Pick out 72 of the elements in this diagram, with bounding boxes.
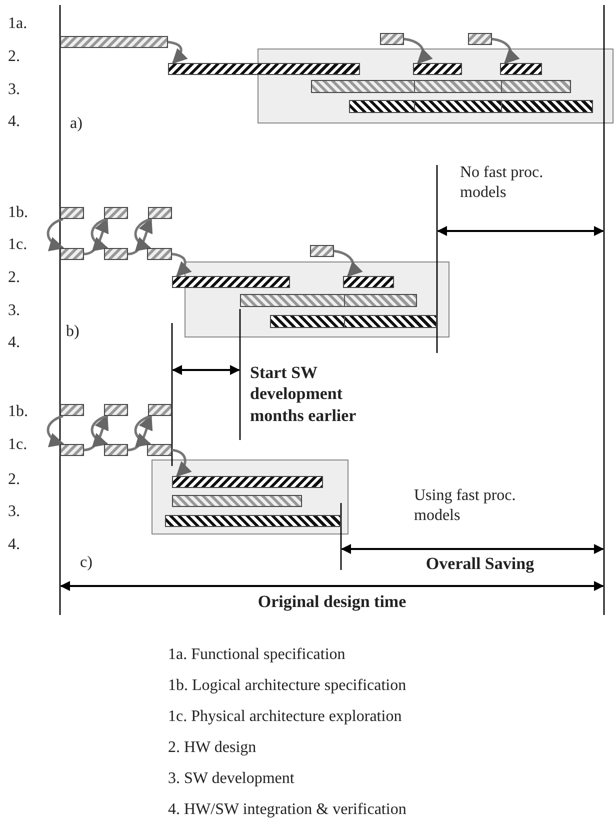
row-label: 3. (8, 502, 20, 522)
curved-arrow (84, 218, 110, 256)
task-bar (104, 248, 128, 260)
curved-arrow (334, 250, 362, 278)
task-bar (60, 36, 168, 48)
task-bar (60, 404, 84, 416)
task-bar (148, 207, 172, 219)
task-bar (60, 248, 84, 260)
panel-label: c) (80, 553, 92, 573)
legend-text: 1a. Functional specification (168, 645, 346, 665)
task-bar (104, 444, 128, 456)
panel-label: b) (66, 322, 80, 342)
task-bar (311, 80, 571, 93)
row-label: 1c. (8, 435, 28, 455)
annotation-text: No fast proc. models (460, 163, 544, 203)
annotation-text: Overall Saving (424, 553, 536, 574)
legend-text: 3. SW development (168, 769, 294, 789)
legend-text: 4. HW/SW integration & verification (168, 800, 406, 820)
panel-label: a) (70, 114, 82, 134)
annotation-text: Using fast proc. models (414, 486, 517, 526)
annotation-text: Start SW development months earlier (250, 362, 358, 426)
curved-arrow (90, 218, 108, 250)
curved-arrow (46, 414, 64, 446)
row-label: 3. (8, 80, 20, 100)
curved-arrow (172, 252, 192, 278)
curved-arrow (134, 218, 152, 250)
task-bar (349, 100, 593, 113)
task-bar (172, 476, 323, 488)
curved-arrow (84, 414, 110, 452)
task-bar (147, 248, 172, 260)
row-label: 3. (8, 301, 20, 321)
task-bar (147, 444, 172, 456)
row-label: 4. (8, 333, 20, 353)
task-bar (104, 404, 128, 416)
row-label: 1b. (8, 402, 28, 422)
task-bar (148, 404, 172, 416)
row-label: 2. (8, 268, 20, 288)
task-bar (60, 207, 84, 219)
task-bar (172, 276, 290, 288)
task-bar (165, 515, 341, 527)
row-label: 4. (8, 112, 20, 132)
task-bar (413, 63, 462, 75)
row-label: 2. (8, 47, 20, 67)
curved-arrow (46, 218, 64, 250)
task-bar (343, 276, 394, 288)
annotation-text: Original design time (256, 591, 408, 612)
task-bar (310, 245, 334, 257)
task-bar (240, 294, 417, 307)
curved-arrow (128, 218, 154, 256)
legend-text: 2. HW design (168, 738, 256, 758)
task-bar (380, 33, 404, 45)
legend-text: 1c. Physical architecture exploration (168, 707, 402, 727)
task-bar (270, 315, 437, 328)
curved-arrow (128, 414, 154, 452)
curved-arrow (404, 38, 432, 64)
row-label: 4. (8, 535, 20, 555)
curved-arrow (492, 38, 520, 64)
curved-arrow (168, 40, 188, 64)
curved-arrow (90, 414, 108, 446)
task-bar (172, 495, 302, 507)
row-label: 1a. (8, 14, 28, 34)
task-bar (104, 207, 128, 219)
legend-text: 1b. Logical architecture specification (168, 676, 406, 696)
task-bar (60, 444, 84, 456)
task-bar (500, 63, 542, 75)
row-label: 1c. (8, 235, 28, 255)
curved-arrow (172, 448, 192, 478)
task-bar (468, 33, 492, 45)
row-label: 1b. (8, 203, 28, 223)
task-bar (168, 63, 360, 75)
row-label: 2. (8, 470, 20, 490)
curved-arrow (134, 414, 152, 446)
